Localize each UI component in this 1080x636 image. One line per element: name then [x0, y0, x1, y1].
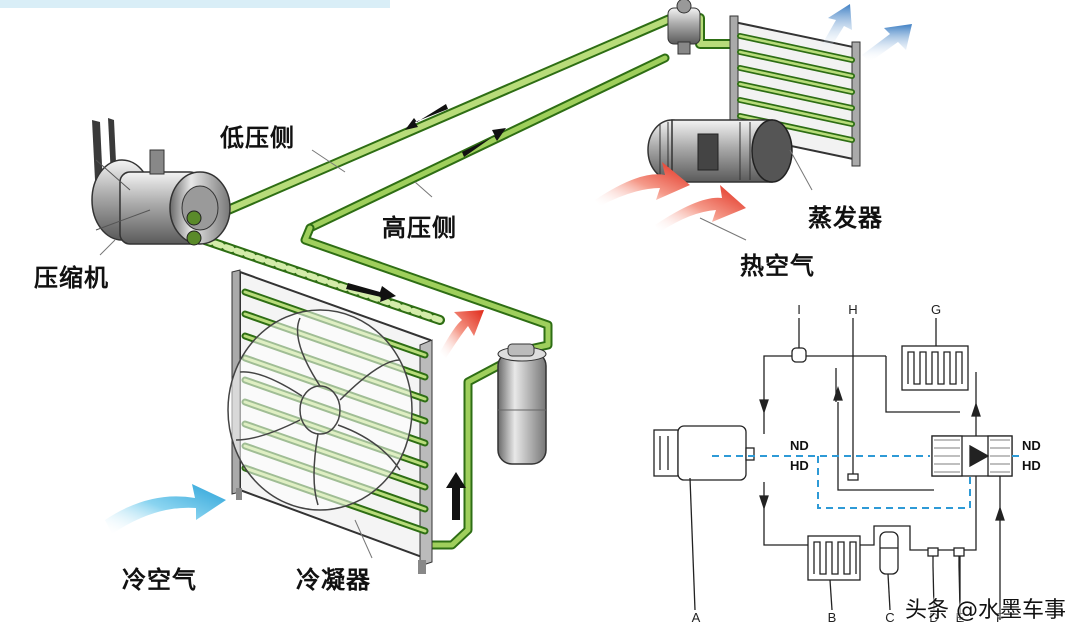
compressor-label: 压缩机 [34, 263, 109, 292]
schematic-label-f: F [996, 610, 1004, 625]
condenser [227, 269, 433, 574]
receiver-drier [497, 343, 547, 465]
condenser-label: 冷凝器 [296, 565, 371, 594]
blower-fan [647, 119, 793, 183]
arrow-low-side-icon [405, 104, 448, 130]
schematic-label-g: G [930, 302, 942, 317]
schematic [653, 318, 1013, 620]
cold-air-label: 冷空气 [122, 565, 197, 594]
schematic-dashed-line [712, 455, 1020, 509]
evaporator-label: 蒸发器 [808, 203, 883, 232]
arrow-condenser-in-icon [346, 283, 396, 302]
cold-air-arrow-icon [105, 484, 226, 534]
condenser-fan [227, 309, 413, 511]
hot-air-arrow-icon [440, 310, 484, 358]
schematic-nd-right: ND [1022, 438, 1041, 453]
leader-lines [99, 149, 813, 559]
hot-air-arrow-icon [655, 185, 746, 232]
cool-air-out-arrow-icon [862, 24, 912, 62]
flow-arrows [346, 104, 506, 520]
low-side-label: 低压侧 [220, 123, 295, 152]
high-pressure-pipe [200, 53, 670, 550]
schematic-nd-left: ND [790, 438, 809, 453]
hot-air-arrows [440, 162, 746, 358]
schematic-hd-right: HD [1022, 458, 1041, 473]
arrow-up-icon [446, 472, 466, 520]
schematic-label-d: D [929, 610, 939, 625]
hot-air-arrow-icon [595, 162, 690, 206]
schematic-label-c: C [885, 610, 895, 625]
top-strip [0, 0, 390, 8]
high-side-label: 高压侧 [382, 213, 457, 242]
schematic-label-i: I [797, 302, 801, 317]
hot-air-label: 热空气 [740, 251, 815, 280]
cool-air-out-arrow-icon [820, 4, 852, 52]
expansion-valve [667, 0, 701, 55]
schematic-label-a: A [691, 610, 701, 625]
schematic-label-e: E [955, 610, 965, 625]
compressor [91, 118, 231, 246]
cool-air-arrows [105, 4, 912, 534]
watermark: 头条 @水墨车事 [905, 598, 1066, 623]
arrow-high-side-icon [462, 128, 506, 157]
schematic-hd-left: HD [790, 458, 809, 473]
schematic-label-h: H [848, 302, 858, 317]
schematic-label-b: B [827, 610, 837, 625]
